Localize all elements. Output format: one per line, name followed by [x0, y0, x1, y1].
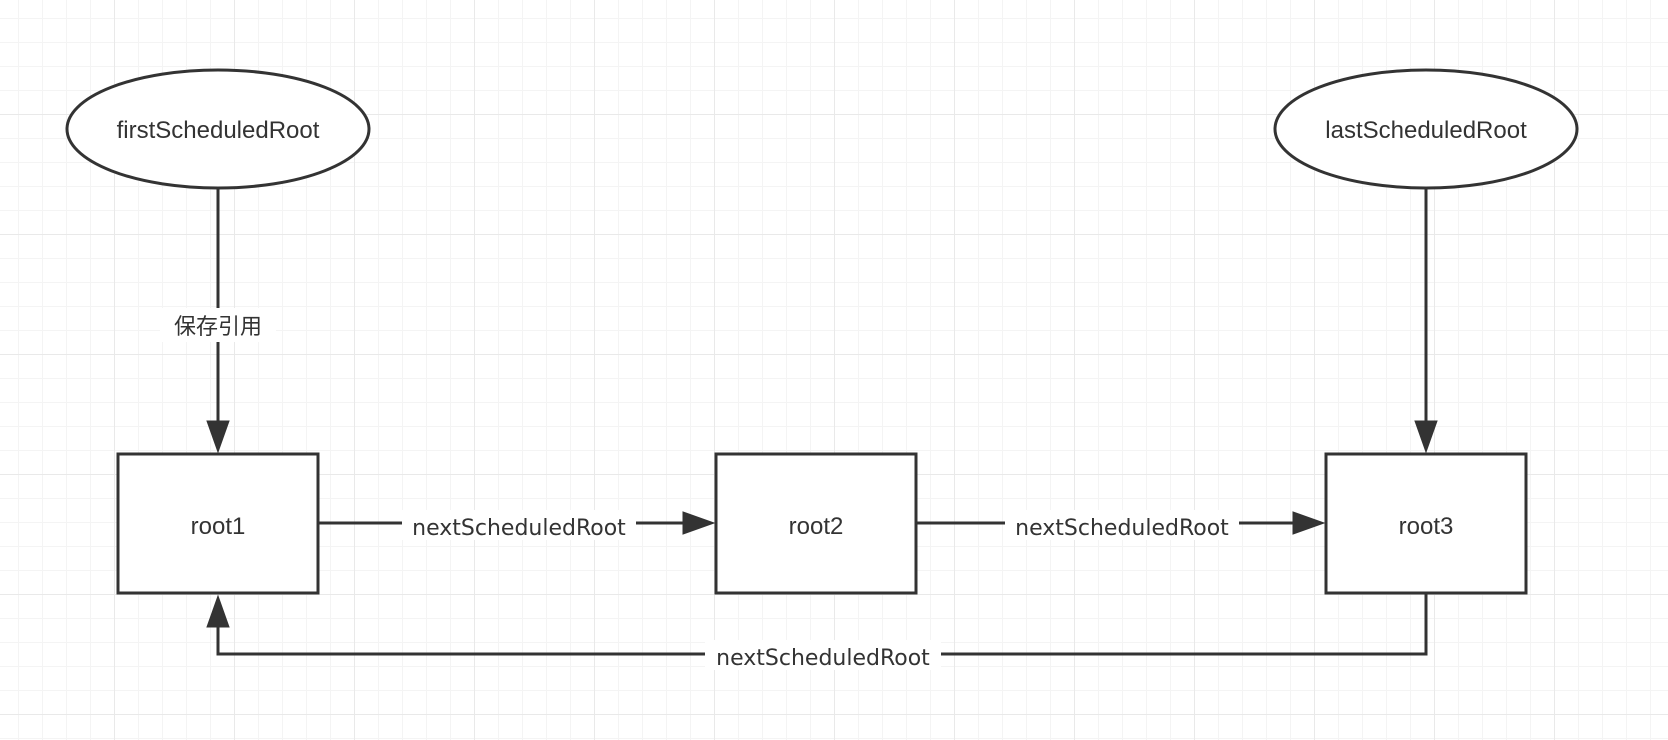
node-shape-root2 [714, 452, 918, 595]
edge-label-root1-to-root2: nextScheduledRoot [412, 516, 626, 541]
node-label-root3: root3 [1399, 513, 1454, 540]
edge-root3-to-root1: nextScheduledRoot [206, 594, 1428, 671]
node-label-first-scheduled-root: firstScheduledRoot [117, 117, 320, 144]
edge-label-bg-root3-to-root1 [705, 640, 941, 670]
node-last-scheduled-root[interactable]: lastScheduledRoot [1273, 68, 1579, 190]
edge-label-bg-root1-to-root2 [402, 510, 636, 540]
edge-root1-to-root2: nextScheduledRoot [319, 510, 716, 541]
node-label-root2: root2 [789, 513, 844, 540]
node-root3[interactable]: root3 [1324, 452, 1528, 595]
arrowhead-root3-to-root1 [206, 594, 230, 628]
arrowhead-last-to-root3 [1414, 420, 1438, 454]
node-root2[interactable]: root2 [714, 452, 918, 595]
node-label-last-scheduled-root: lastScheduledRoot [1325, 117, 1527, 144]
arrowhead-first-to-root1 [206, 420, 230, 454]
edge-label-bg-first-to-root1 [160, 308, 276, 342]
edge-first-to-root1: 保存引用 [160, 188, 276, 454]
edge-last-to-root3 [1414, 188, 1438, 454]
edge-label-bg-root2-to-root3 [1005, 510, 1239, 540]
edge-root2-to-root3: nextScheduledRoot [917, 510, 1326, 541]
node-shape-last-scheduled-root [1273, 68, 1579, 190]
edge-label-root2-to-root3: nextScheduledRoot [1015, 516, 1229, 541]
node-shape-root1 [116, 452, 320, 595]
arrowhead-root2-to-root3 [1292, 511, 1326, 535]
edge-label-first-to-root1: 保存引用 [174, 315, 262, 340]
node-label-root1: root1 [191, 513, 246, 540]
node-shape-root3 [1324, 452, 1528, 595]
node-shape-first-scheduled-root [65, 68, 371, 190]
edge-label-root3-to-root1: nextScheduledRoot [716, 646, 930, 671]
arrowhead-root1-to-root2 [682, 511, 716, 535]
node-first-scheduled-root[interactable]: firstScheduledRoot [65, 68, 371, 190]
node-root1[interactable]: root1 [116, 452, 320, 595]
